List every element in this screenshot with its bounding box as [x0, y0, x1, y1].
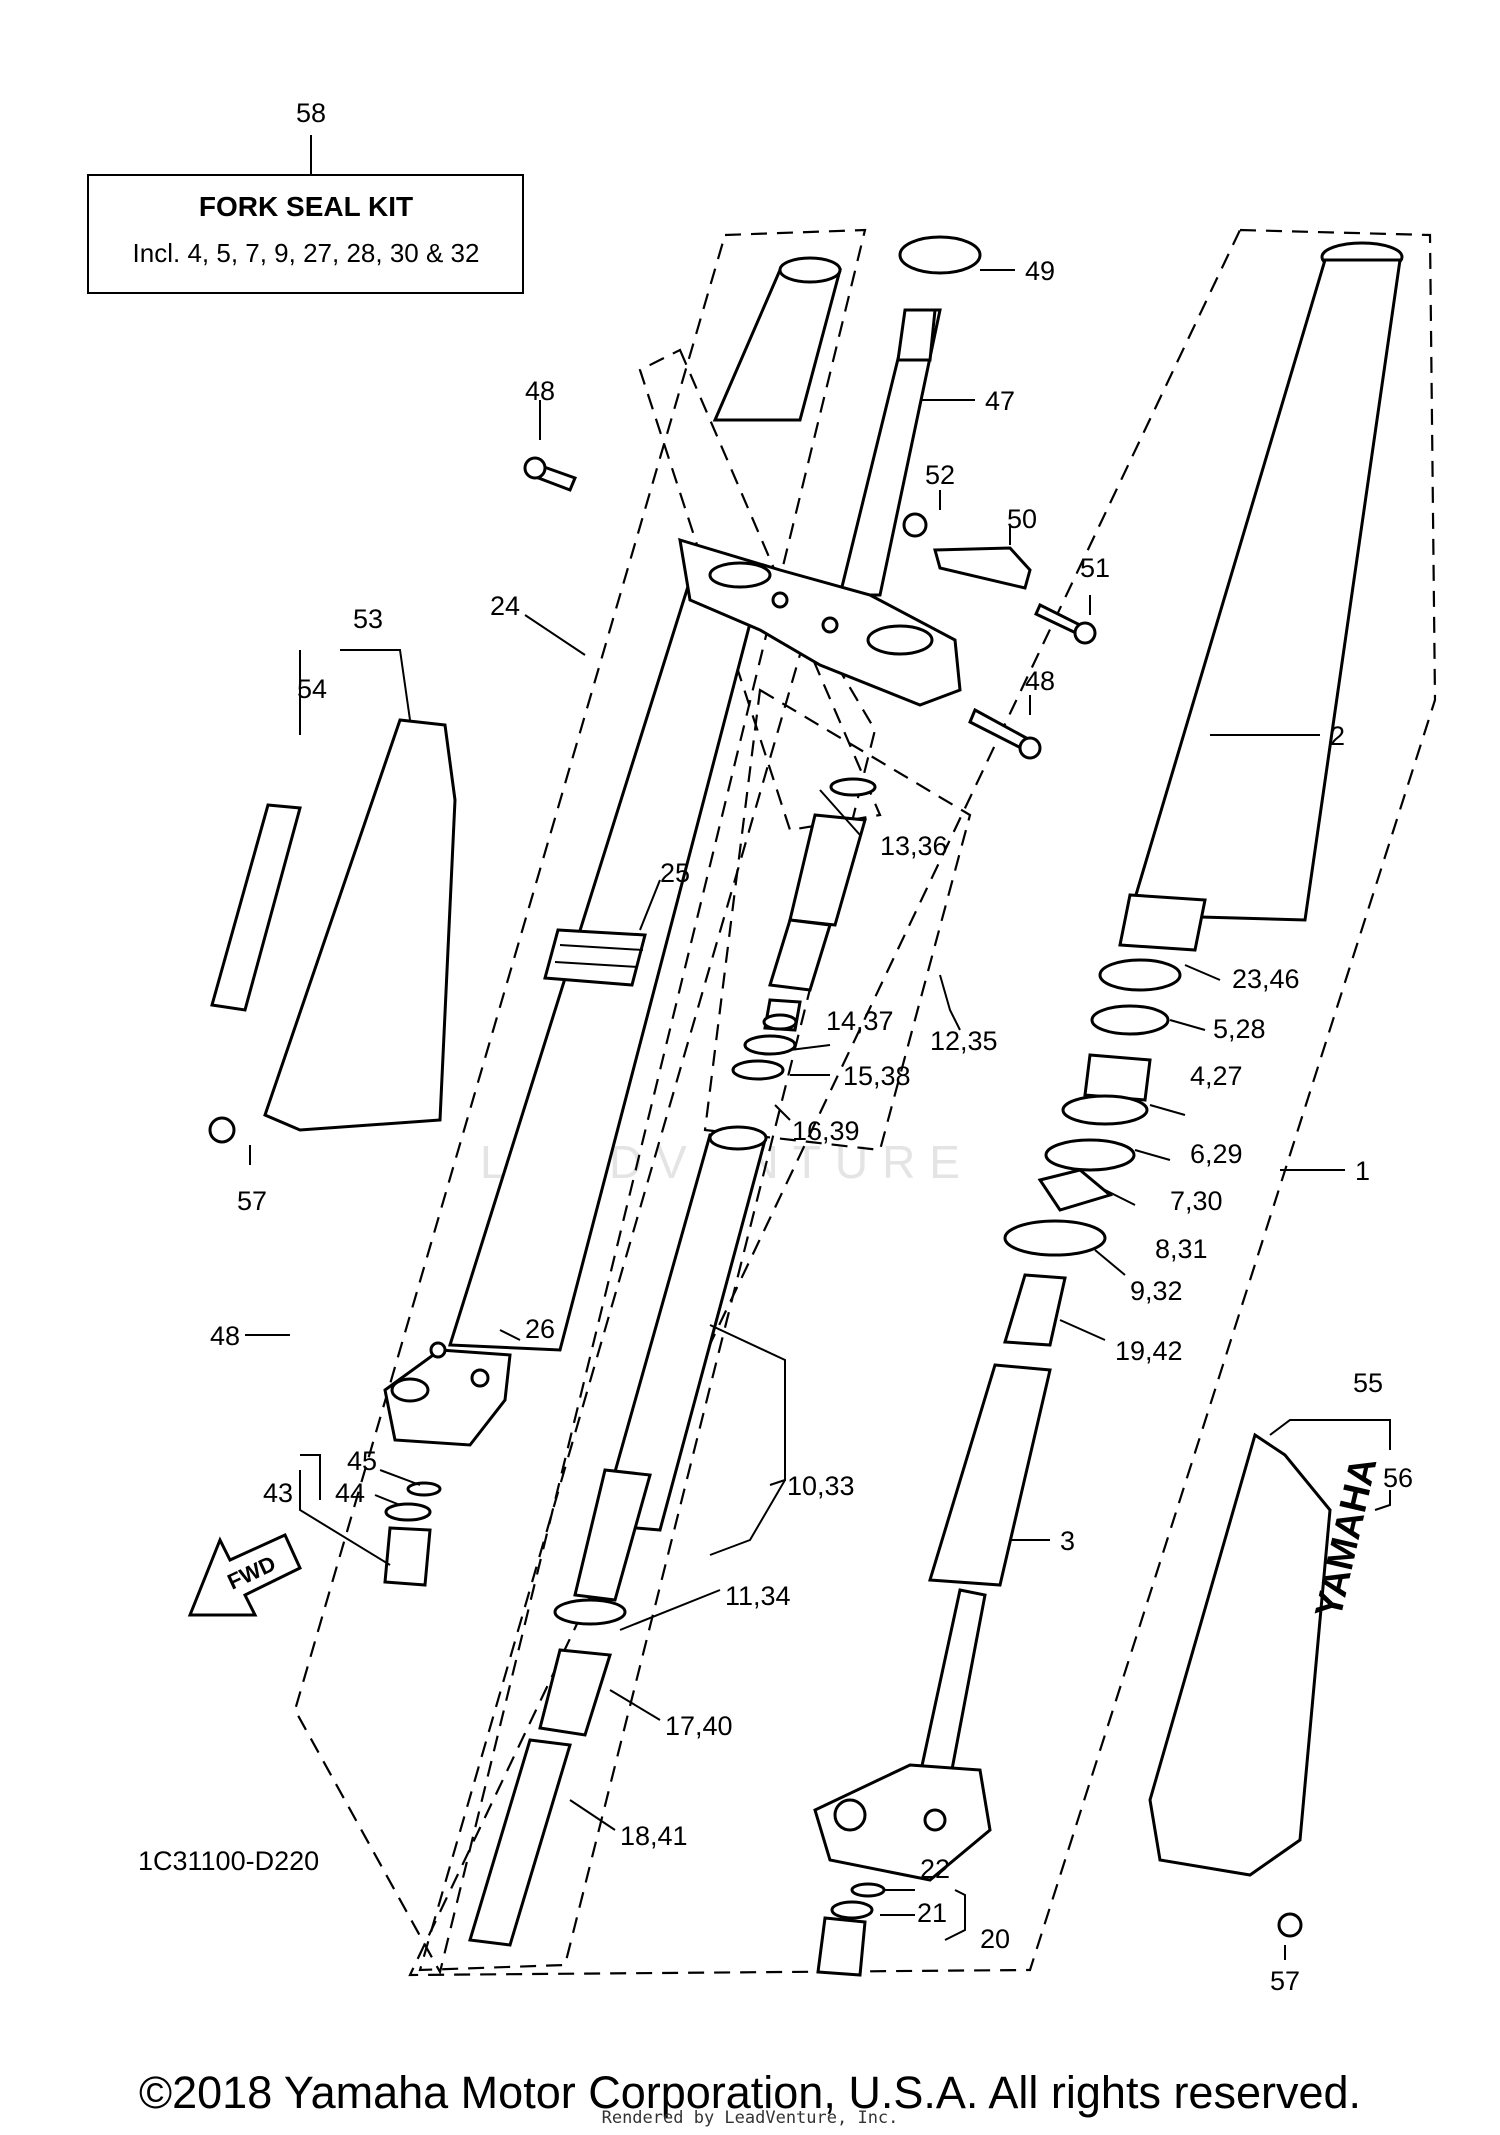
- left-base-valve: [383, 1481, 442, 1587]
- leader-lines: [245, 269, 1391, 1960]
- callout-11-34: 11,34: [725, 1581, 791, 1611]
- steering-stem-triple-clamp: [678, 235, 982, 707]
- callout-55: 55: [1353, 1368, 1383, 1398]
- callout-18-41: 18,41: [620, 1821, 688, 1851]
- callout-57-right: 57: [1270, 1966, 1300, 1996]
- damper-rod-assembly: [468, 777, 877, 1947]
- callout-50: 50: [1007, 504, 1037, 534]
- callout-25: 25: [660, 858, 690, 888]
- group-outlines: [293, 228, 1437, 1977]
- callout-7-30: 7,30: [1170, 1186, 1223, 1216]
- bracket-group-outline: [638, 348, 882, 832]
- left-fork-guard: [208, 718, 457, 1144]
- right-leg-group-outline: [408, 228, 1437, 1977]
- callout-19-42: 19,42: [1115, 1336, 1183, 1366]
- callout-54: 54: [297, 674, 327, 704]
- callout-58: 58: [296, 98, 326, 128]
- callout-49: 49: [1025, 256, 1055, 286]
- callout-56: 56: [1383, 1463, 1413, 1493]
- fwd-arrow: FWD: [187, 1533, 302, 1617]
- callout-45: 45: [347, 1446, 377, 1476]
- callout-23-46: 23,46: [1232, 964, 1300, 994]
- callout-48-right: 48: [1025, 666, 1055, 696]
- callout-48-left: 48: [210, 1321, 240, 1351]
- callout-52: 52: [925, 460, 955, 490]
- callout-4-27: 4,27: [1190, 1061, 1243, 1091]
- cartridge-group-outline: [703, 688, 972, 1152]
- copyright-notice: ©2018 Yamaha Motor Corporation, U.S.A. A…: [138, 2067, 1362, 2118]
- callout-13-36: 13,36: [880, 831, 948, 861]
- callout-16-39: 16,39: [792, 1116, 860, 1146]
- callout-26: 26: [525, 1314, 555, 1344]
- callout-43: 43: [263, 1478, 293, 1508]
- outer-tube-group-outline: [293, 228, 867, 1975]
- callout-3: 3: [1060, 1526, 1075, 1556]
- callout-44: 44: [335, 1478, 365, 1508]
- callout-2: 2: [1330, 721, 1345, 751]
- kit-includes: Incl. 4, 5, 7, 9, 27, 28, 30 & 32: [133, 238, 480, 268]
- kit-title: FORK SEAL KIT: [199, 191, 413, 222]
- callout-labels: 58 49 47 48 52 50 51 48 53 54 24 2 13,36…: [138, 98, 1413, 1996]
- fork-seal-kit-box: FORK SEAL KIT Incl. 4, 5, 7, 9, 27, 28, …: [87, 135, 524, 294]
- right-fork-guard: YAMAHA: [1148, 1432, 1385, 1938]
- right-fork-leg: [813, 241, 1404, 1977]
- callout-5-28: 5,28: [1213, 1014, 1266, 1044]
- bolts-and-holder: [523, 456, 1097, 760]
- callout-15-38: 15,38: [843, 1061, 911, 1091]
- callout-20: 20: [980, 1924, 1010, 1954]
- callout-24: 24: [490, 591, 520, 621]
- left-axle-bracket: [383, 1341, 512, 1447]
- callout-12-35: 12,35: [930, 1026, 998, 1056]
- callout-21: 21: [917, 1898, 947, 1928]
- callout-48-top: 48: [525, 376, 555, 406]
- rendered-by-note: Rendered by LeadVenture, Inc.: [601, 2108, 899, 2128]
- left-outer-tube: [447, 256, 842, 1352]
- callout-22: 22: [920, 1854, 950, 1884]
- callout-53: 53: [353, 604, 383, 634]
- callout-57-left: 57: [237, 1186, 267, 1216]
- callout-6-29: 6,29: [1190, 1139, 1243, 1169]
- callout-51: 51: [1080, 553, 1110, 583]
- callout-8-31: 8,31: [1155, 1234, 1208, 1264]
- callout-14-37: 14,37: [826, 1006, 894, 1036]
- callout-47: 47: [985, 386, 1015, 416]
- damper-group-outline: [418, 617, 877, 1972]
- callout-1: 1: [1355, 1156, 1370, 1186]
- callout-9-32: 9,32: [1130, 1276, 1183, 1306]
- callout-17-40: 17,40: [665, 1711, 733, 1741]
- callout-10-33: 10,33: [787, 1471, 855, 1501]
- diagram-code: 1C31100-D220: [138, 1846, 319, 1876]
